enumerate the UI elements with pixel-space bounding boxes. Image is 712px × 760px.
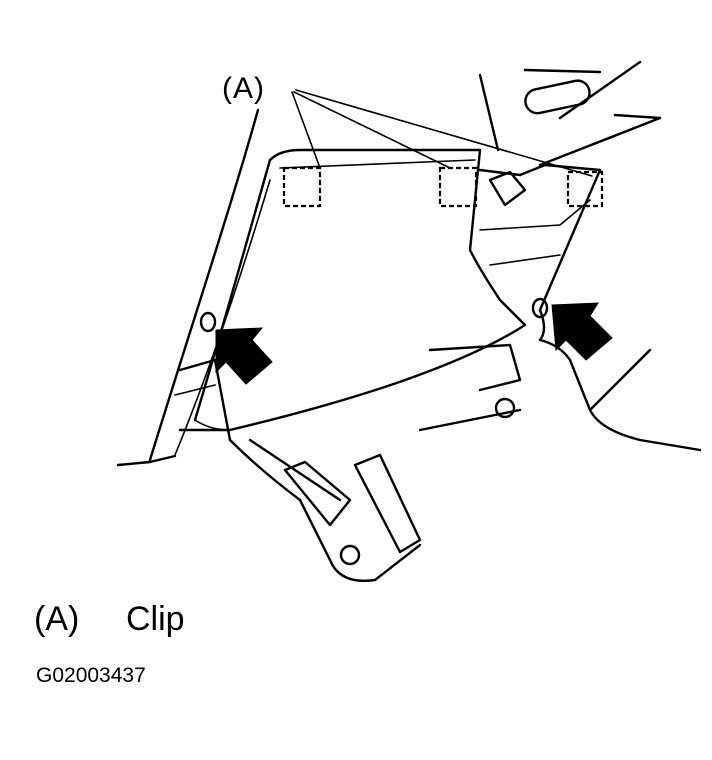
legend: (A) Clip	[34, 600, 185, 639]
legend-value: Clip	[126, 600, 185, 638]
lower-bracket	[174, 343, 522, 582]
clip-left	[282, 166, 322, 208]
screw-hole-left	[199, 311, 217, 333]
clip-right	[566, 170, 604, 208]
clip-center	[438, 166, 478, 208]
figure-code: G02003437	[36, 664, 146, 687]
screw-hole-right	[531, 297, 549, 319]
dashboard-left-edge	[116, 108, 271, 467]
callout-label-a: (A)	[222, 72, 265, 105]
arrows	[215, 302, 613, 385]
glove-box-panel	[178, 148, 527, 432]
screw-holes	[199, 297, 549, 333]
arrow-left-icon	[215, 327, 273, 385]
glove-box-removal-diagram	[116, 60, 702, 582]
upper-right-structure	[478, 60, 702, 452]
callout-leaders	[291, 89, 593, 177]
clip-markers	[282, 166, 604, 208]
legend-key: (A)	[34, 600, 80, 638]
arrow-right-icon	[551, 302, 613, 361]
